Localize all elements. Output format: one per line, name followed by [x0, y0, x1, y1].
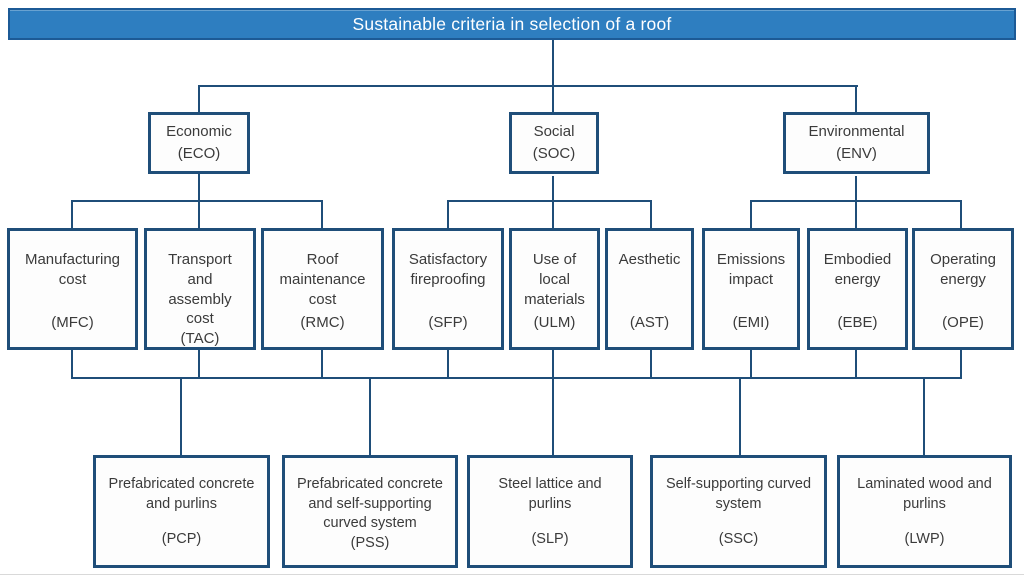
connector-line [750, 200, 752, 228]
node-label: Embodied energy [823, 251, 892, 288]
node-code: (SLP) [531, 531, 569, 548]
node-code: (SOC) [532, 144, 576, 162]
connector-line [552, 377, 554, 455]
connector-line [198, 350, 200, 378]
node-label: Aesthetic [618, 251, 681, 268]
node-code: (TAC) [180, 330, 220, 348]
subcriterion-node-rmc: Roof maintenance cost (RMC) [261, 228, 384, 350]
alternative-node-pss: Prefabricated concrete and self-supporti… [282, 455, 458, 568]
node-label: Manufacturing cost [24, 251, 121, 288]
diagram-title: Sustainable criteria in selection of a r… [352, 13, 672, 34]
node-code: (PCP) [161, 531, 202, 548]
connector-line [369, 377, 371, 455]
node-code: (RMC) [300, 314, 345, 332]
node-label: Transport and assembly cost [168, 251, 232, 328]
node-code: (LWP) [904, 531, 945, 548]
subcriterion-node-mfc: Manufacturing cost (MFC) [7, 228, 138, 350]
node-code: (ENV) [836, 144, 877, 162]
subcriterion-node-ulm: Use of local materials (ULM) [509, 228, 600, 350]
connector-line [855, 200, 857, 228]
connector-line [739, 377, 741, 455]
connector-line [855, 350, 857, 378]
subcriterion-node-ope: Operating energy (OPE) [912, 228, 1014, 350]
connector-line [321, 350, 323, 378]
node-code: (OPE) [942, 314, 984, 332]
connector-line [180, 377, 182, 455]
node-code: (EBE) [837, 314, 878, 332]
connector-line [650, 200, 652, 228]
node-code: (PSS) [350, 534, 390, 551]
node-label: Operating energy [930, 251, 996, 288]
connector-line [960, 200, 962, 228]
connector-line [960, 350, 962, 378]
connector-line [198, 200, 200, 228]
connector-line [855, 176, 857, 202]
node-code: (SFP) [428, 314, 468, 332]
connector-line [552, 40, 554, 85]
connector-line [855, 85, 857, 112]
page-bottom-rule [0, 574, 1024, 575]
connector-line [71, 377, 962, 379]
node-label: Use of local materials [524, 251, 585, 308]
subcriterion-node-tac: Transport and assembly cost (TAC) [144, 228, 256, 350]
criterion-node-social: Social (SOC) [509, 112, 599, 174]
criterion-node-environmental: Environmental (ENV) [783, 112, 930, 174]
connector-line [198, 85, 858, 87]
subcriterion-node-sfp: Satisfactory fireproofing (SFP) [392, 228, 504, 350]
alternative-node-lwp: Laminated wood and purlins (LWP) [837, 455, 1012, 568]
connector-line [198, 85, 200, 112]
connector-line [447, 200, 449, 228]
connector-line [552, 176, 554, 202]
node-label: Social [533, 123, 575, 141]
connector-line [198, 174, 200, 202]
subcriterion-node-emi: Emissions impact (EMI) [702, 228, 800, 350]
connector-line [71, 200, 73, 228]
connector-line [71, 200, 323, 202]
node-label: Economic [166, 123, 232, 141]
node-label: Prefabricated concrete and self-supporti… [297, 476, 443, 532]
node-code: (ECO) [177, 144, 221, 162]
subcriterion-node-ast: Aesthetic (AST) [605, 228, 694, 350]
connector-line [750, 350, 752, 378]
node-label: Environmental [808, 123, 905, 141]
node-code: (SSC) [718, 531, 759, 548]
connector-line [650, 350, 652, 378]
node-label: Emissions impact [716, 251, 786, 288]
connector-line [447, 200, 652, 202]
connector-line [552, 85, 554, 112]
alternative-node-pcp: Prefabricated concrete and purlins (PCP) [93, 455, 270, 568]
connector-line [552, 200, 554, 228]
node-label: Steel lattice and purlins [498, 476, 602, 512]
node-label: Satisfactory fireproofing [408, 251, 488, 288]
subcriterion-node-ebe: Embodied energy (EBE) [807, 228, 908, 350]
node-code: (EMI) [732, 314, 770, 332]
connector-line [552, 350, 554, 378]
node-code: (MFC) [51, 314, 94, 332]
connector-line [447, 350, 449, 378]
connector-line [923, 377, 925, 455]
alternative-node-slp: Steel lattice and purlins (SLP) [467, 455, 633, 568]
node-label: Roof maintenance cost [279, 251, 366, 308]
connector-line [71, 350, 73, 378]
criterion-node-economic: Economic (ECO) [148, 112, 250, 174]
diagram-title-banner: Sustainable criteria in selection of a r… [8, 8, 1016, 40]
connector-line [321, 200, 323, 228]
node-label: Laminated wood and purlins [857, 476, 992, 512]
node-label: Prefabricated concrete and purlins [108, 476, 255, 512]
node-code: (ULM) [533, 314, 576, 332]
node-label: Self-supporting curved system [665, 476, 812, 512]
node-code: (AST) [629, 314, 670, 332]
alternative-node-ssc: Self-supporting curved system (SSC) [650, 455, 827, 568]
